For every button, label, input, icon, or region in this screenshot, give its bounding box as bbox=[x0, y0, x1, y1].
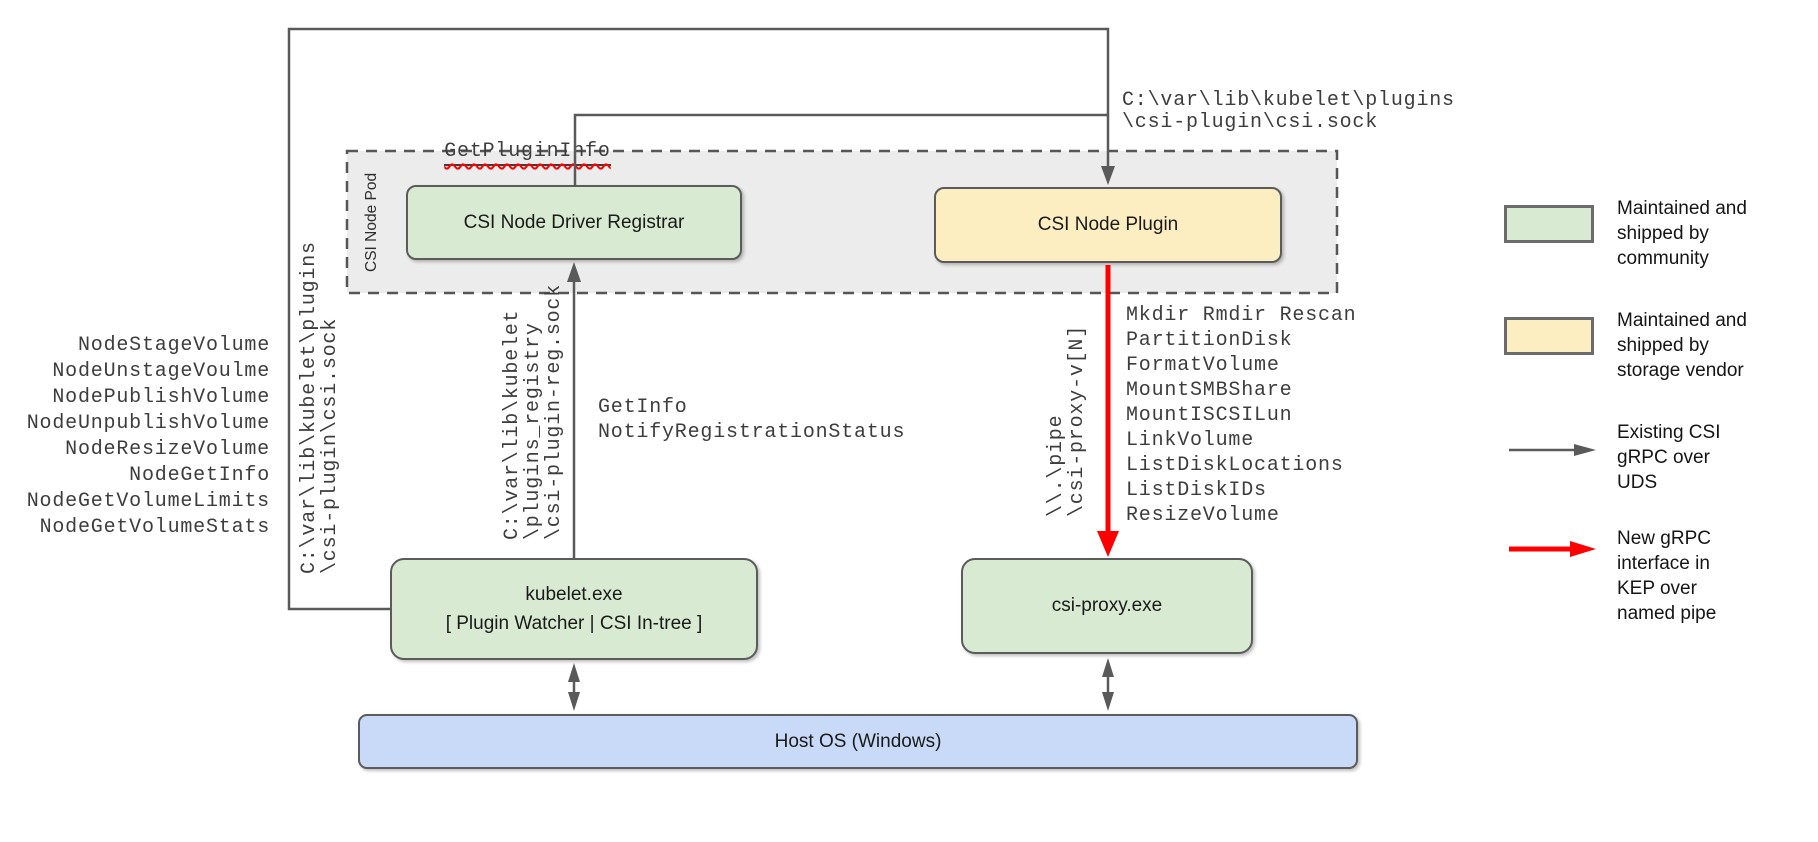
node-csi-calls-list-line-4: NodeResizeVolume bbox=[65, 438, 270, 461]
csi-sock-path-label-line-0: C:\var\lib\kubelet\plugins bbox=[1122, 89, 1455, 112]
uds-connector-kubelet-to-plugin bbox=[287, 27, 1110, 611]
csi-node-pod-label: CSI Node Pod bbox=[363, 172, 380, 272]
csi-proxy-calls-list-line-6: ListDiskLocations bbox=[1126, 454, 1344, 477]
csi-proxy-calls-list-line-1: PartitionDisk bbox=[1126, 329, 1293, 352]
node-csi-node-driver-registrar: CSI Node Driver Registrar bbox=[406, 185, 742, 260]
legend-vendor-label: Maintained and shipped by storage vendor bbox=[1617, 308, 1747, 383]
registry-sock-path-rotated-label-line-2: \csi-plugin-reg.sock bbox=[543, 283, 566, 540]
node-csi-calls-list-line-6: NodeGetVolumeLimits bbox=[26, 490, 270, 513]
legend-community-label-line-2: community bbox=[1617, 248, 1709, 269]
csi-sock-path-rotated-label-line-0: C:\var\lib\kubelet\plugins bbox=[298, 241, 321, 574]
registry-sock-path-rotated-label-line-1: \plugins_registry bbox=[522, 322, 545, 540]
named-pipe-path-rotated-label-line-0: \\.\pipe bbox=[1045, 414, 1068, 517]
csi-sock-path-label-line-1: \csi-plugin\csi.sock bbox=[1122, 111, 1379, 134]
node-csi-node-plugin: CSI Node Plugin bbox=[934, 187, 1282, 263]
registry-sock-path-rotated-label: C:\var\lib\kubelet\plugins_registry\csi-… bbox=[501, 283, 566, 540]
csi-proxy-calls-list-line-7: ListDiskIDs bbox=[1126, 479, 1267, 502]
node-csi-calls-list-line-0: NodeStageVolume bbox=[77, 334, 270, 357]
gray-arrow-icon bbox=[1509, 444, 1596, 456]
csi-proxy-calls-list-line-8: ResizeVolume bbox=[1126, 504, 1280, 527]
node-csi-calls-list-line-5: NodeGetInfo bbox=[129, 464, 270, 487]
node-csi-calls-list-line-7: NodeGetVolumeStats bbox=[39, 516, 270, 539]
legend-vendor-label-line-2: storage vendor bbox=[1617, 360, 1744, 381]
legend-community-label: Maintained and shipped by community bbox=[1617, 196, 1747, 271]
get-plugin-info-text: GetPluginInfo bbox=[444, 140, 611, 163]
csi-sock-path-label: C:\var\lib\kubelet\plugins\csi-plugin\cs… bbox=[1122, 90, 1455, 134]
kubelet-title: kubelet.exe bbox=[525, 584, 623, 605]
arrowhead-csiproxy-down-icon bbox=[1102, 692, 1114, 711]
arrowhead-kubelet-up-icon bbox=[568, 663, 580, 682]
legend-community-swatch bbox=[1504, 205, 1594, 243]
legend-uds-label-line-1: gRPC over bbox=[1617, 447, 1710, 468]
registration-calls-list-line-0: GetInfo bbox=[598, 396, 688, 419]
uds-arrowhead-into-registrar-icon bbox=[567, 262, 581, 282]
csi-proxy-calls-list-line-4: MountISCSILun bbox=[1126, 404, 1293, 427]
node-csi-calls-list-line-1: NodeUnstageVoulme bbox=[52, 360, 270, 383]
legend-pipe-label-line-3: named pipe bbox=[1617, 603, 1717, 624]
legend-uds-label-line-2: UDS bbox=[1617, 472, 1658, 493]
csi-proxy-calls-list-line-2: FormatVolume bbox=[1126, 354, 1280, 377]
legend-vendor-label-line-0: Maintained and bbox=[1617, 310, 1747, 331]
node-host-os: Host OS (Windows) bbox=[358, 714, 1358, 769]
legend-community-label-line-1: shipped by bbox=[1617, 223, 1709, 244]
legend-pipe-label-line-2: KEP over bbox=[1617, 578, 1697, 599]
csi-sock-path-rotated-label-line-1: \csi-plugin\csi.sock bbox=[319, 317, 342, 574]
named-pipe-arrowhead-into-csiproxy-icon bbox=[1097, 531, 1119, 557]
legend-community-label-line-0: Maintained and bbox=[1617, 198, 1747, 219]
named-pipe-path-rotated-label: \\.\pipe\csi-proxy-v[N] bbox=[1045, 324, 1089, 517]
red-arrow-icon bbox=[1509, 541, 1596, 557]
legend-vendor-label-line-1: shipped by bbox=[1617, 335, 1709, 356]
get-plugin-info-label: GetPluginInfo bbox=[393, 117, 611, 186]
legend-pipe-label: New gRPC interface in KEP over named pipe bbox=[1617, 526, 1716, 626]
node-csi-proxy: csi-proxy.exe bbox=[961, 558, 1253, 654]
uds-connector-branch-to-registrar bbox=[573, 113, 1108, 185]
kubelet-subtitle: [ Plugin Watcher | CSI In-tree ] bbox=[445, 613, 703, 634]
csi-proxy-calls-list-line-3: MountSMBShare bbox=[1126, 379, 1293, 402]
node-csi-calls-list-line-3: NodeUnpublishVolume bbox=[26, 412, 270, 435]
node-kubelet: kubelet.exe [ Plugin Watcher | CSI In-tr… bbox=[390, 558, 758, 660]
legend-pipe-label-line-1: interface in bbox=[1617, 553, 1710, 574]
csi-proxy-calls-list-line-0: Mkdir Rmdir Rescan bbox=[1126, 304, 1357, 327]
named-pipe-path-rotated-label-line-1: \csi-proxy-v[N] bbox=[1066, 324, 1089, 517]
csi-proxy-calls-list-line-5: LinkVolume bbox=[1126, 429, 1255, 452]
registry-sock-path-rotated-label-line-0: C:\var\lib\kubelet bbox=[501, 309, 524, 540]
legend-pipe-label-line-0: New gRPC bbox=[1617, 528, 1711, 549]
arrowhead-kubelet-down-icon bbox=[568, 692, 580, 711]
get-plugin-info-underline: GetPluginInfo bbox=[444, 140, 611, 166]
uds-arrowhead-into-plugin-icon bbox=[1101, 166, 1115, 185]
registration-calls-list-line-1: NotifyRegistrationStatus bbox=[598, 421, 906, 444]
arrowhead-csiproxy-up-icon bbox=[1102, 658, 1114, 677]
legend-vendor-swatch bbox=[1504, 317, 1594, 355]
node-csi-calls-list-line-2: NodePublishVolume bbox=[52, 386, 270, 409]
csi-sock-path-rotated-label: C:\var\lib\kubelet\plugins\csi-plugin\cs… bbox=[298, 241, 342, 574]
legend-uds-label-line-0: Existing CSI bbox=[1617, 422, 1721, 443]
